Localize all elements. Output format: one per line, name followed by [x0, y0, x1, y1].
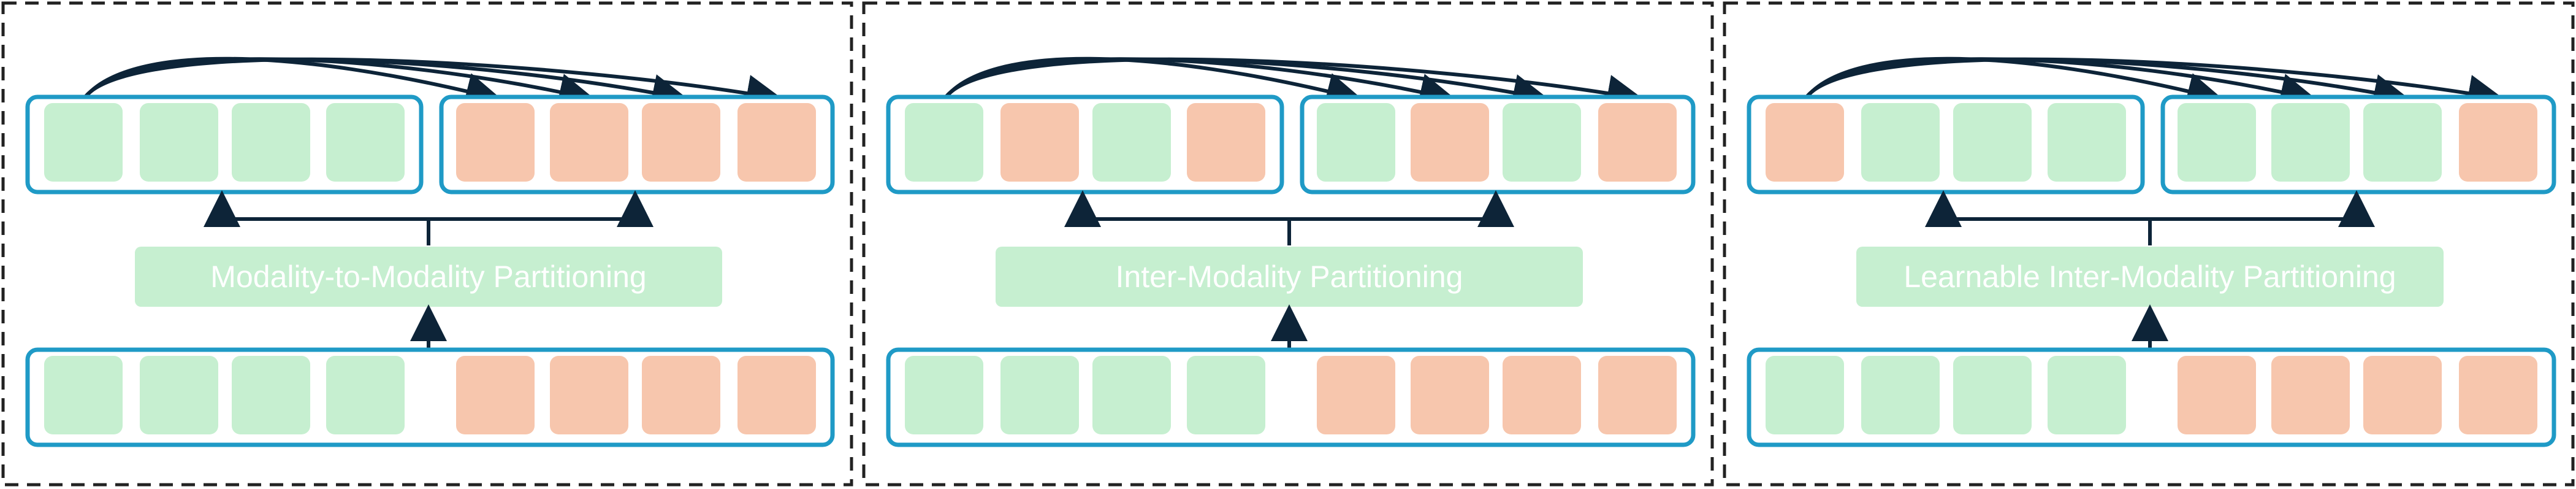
panel-inter-modality: Inter-Modality Partitioning [862, 1, 1714, 487]
bottom-token-green [905, 356, 983, 434]
top-right-token-orange [2459, 103, 2537, 182]
top-right-token-orange [456, 103, 535, 182]
bottom-token-green [1187, 356, 1265, 434]
attention-arrow [82, 57, 783, 112]
bottom-token-orange [2178, 356, 2256, 434]
panel-border [1, 1, 853, 487]
bottom-token-green [1953, 356, 2032, 434]
top-left-token-green [2048, 103, 2126, 182]
top-right-token-green [1503, 103, 1581, 182]
bottom-group [1747, 347, 2556, 447]
top-left-tokens [1766, 103, 2126, 182]
top-left-token-orange [1766, 103, 1844, 182]
bottom-token-orange [642, 356, 720, 434]
bottom-token-orange [1598, 356, 1677, 434]
top-right-token-orange [642, 103, 720, 182]
top-left-token-green [1092, 103, 1171, 182]
top-left-tokens [44, 103, 405, 182]
bottom-tokens [44, 356, 816, 434]
attention-arrow [942, 57, 1644, 112]
bottom-token-green [44, 356, 123, 434]
bottom-token-green [1861, 356, 1940, 434]
bottom-token-orange [2271, 356, 2350, 434]
panel-border [1723, 1, 2575, 487]
split-arrows [1064, 190, 1514, 245]
top-right-token-green [1317, 103, 1395, 182]
bottom-token-orange [1411, 356, 1489, 434]
bottom-token-orange [1503, 356, 1581, 434]
top-right-token-orange [737, 103, 816, 182]
panel-learnable-inter-modality: Learnable Inter-Modality Partitioning [1723, 1, 2575, 487]
split-arrows [1925, 190, 2375, 245]
top-left-token-green [232, 103, 310, 182]
top-right-token-green [2271, 103, 2350, 182]
partition-label: Modality-to-Modality Partitioning [210, 260, 646, 294]
bottom-group [886, 347, 1696, 447]
curved-arrows [942, 56, 1644, 112]
panel-modality-to-modality: Modality-to-Modality Partitioning [1, 1, 853, 487]
top-left-token-green [44, 103, 123, 182]
bottom-token-orange [737, 356, 816, 434]
top-left-token-orange [1187, 103, 1265, 182]
bottom-token-orange [2459, 356, 2537, 434]
bottom-token-orange [456, 356, 535, 434]
top-left-token-green [1953, 103, 2032, 182]
bottom-tokens [1766, 356, 2537, 434]
top-right-token-green [2178, 103, 2256, 182]
bottom-token-orange [1317, 356, 1395, 434]
top-left-token-green [140, 103, 218, 182]
top-right-token-green [2363, 103, 2442, 182]
partition-label: Inter-Modality Partitioning [1116, 260, 1463, 294]
bottom-token-orange [2363, 356, 2442, 434]
top-right-tokens [1317, 103, 1677, 182]
bottom-token-green [326, 356, 405, 434]
split-arrows [204, 190, 654, 245]
label-box [1856, 247, 2444, 307]
bottom-token-green [140, 356, 218, 434]
bottom-token-green [1000, 356, 1079, 434]
bottom-token-green [232, 356, 310, 434]
label-box [135, 247, 722, 307]
panel-border [862, 1, 1714, 487]
top-right-tokens [2178, 103, 2537, 182]
top-right-token-orange [550, 103, 628, 182]
bottom-tokens [905, 356, 1677, 434]
bottom-token-green [1092, 356, 1171, 434]
partition-label: Learnable Inter-Modality Partitioning [1903, 260, 2396, 294]
top-left-token-green [905, 103, 983, 182]
bottom-token-green [1766, 356, 1844, 434]
top-left-tokens [905, 103, 1265, 182]
curved-arrows [1803, 56, 2505, 112]
top-right-token-orange [1598, 103, 1677, 182]
bottom-token-orange [550, 356, 628, 434]
top-right-tokens [456, 103, 816, 182]
attention-arrow [1803, 57, 2505, 112]
label-box [996, 247, 1583, 307]
bottom-group [25, 347, 835, 447]
top-left-token-green [1861, 103, 1940, 182]
top-right-token-orange [1411, 103, 1489, 182]
curved-arrows [82, 56, 783, 112]
top-left-token-green [326, 103, 405, 182]
top-left-token-orange [1000, 103, 1079, 182]
bottom-token-green [2048, 356, 2126, 434]
